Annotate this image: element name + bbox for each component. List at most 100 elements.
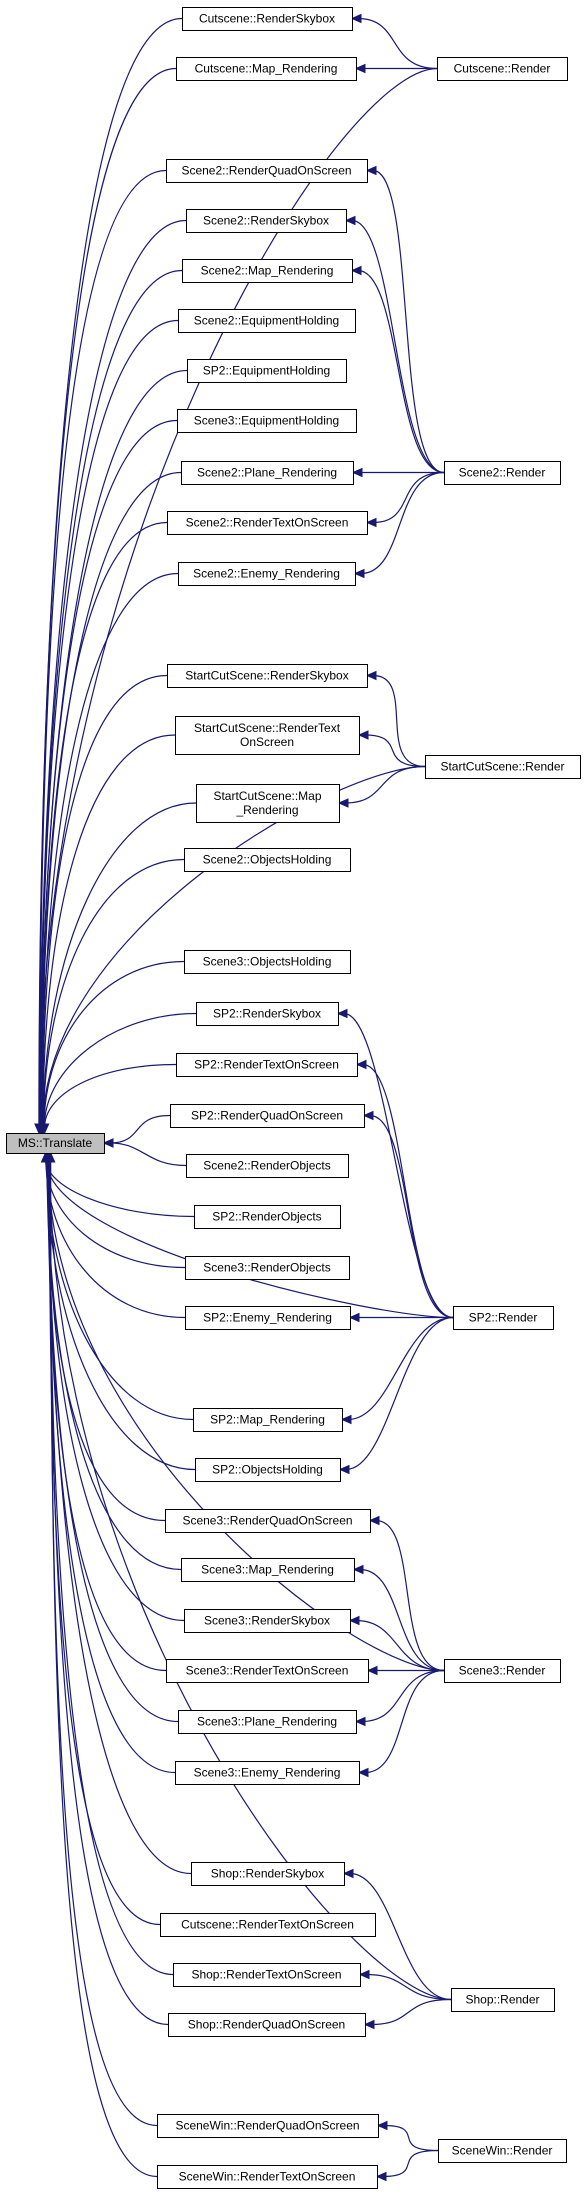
node-sp2-equip[interactable]: SP2::EquipmentHolding — [187, 359, 347, 383]
call-edge — [39, 1063, 177, 1135]
node-label: StartCutScene::Render — [440, 760, 564, 774]
call-edge — [39, 960, 185, 1135]
edge-line — [42, 765, 426, 1128]
node-shop-sky[interactable]: Shop::RenderSkybox — [191, 1862, 345, 1886]
node-label: Scene3::RenderSkybox — [204, 1614, 330, 1628]
node-sp2-robj[interactable]: SP2::RenderObjects — [194, 1205, 341, 1229]
node-ms-translate[interactable]: MS::Translate — [6, 1133, 105, 1154]
node-box — [196, 784, 340, 823]
call-edge — [342, 1868, 452, 2001]
node-box — [437, 57, 568, 81]
node-box — [185, 1256, 350, 1280]
node-shop-text[interactable]: Shop::RenderTextOnScreen — [173, 1963, 361, 1987]
node-s2-plane[interactable]: Scene2::Plane_Rendering — [181, 461, 354, 485]
node-sp2-render[interactable]: SP2::Render — [453, 1306, 554, 1330]
node-sc-sky[interactable]: StartCutScene::RenderSkybox — [167, 664, 368, 688]
call-edge — [35, 319, 179, 1135]
node-box — [184, 1609, 351, 1633]
node-label: Scene3::EquipmentHolding — [194, 414, 339, 428]
arrowhead-icon — [350, 13, 362, 24]
node-sp2-enemy[interactable]: SP2::Enemy_Rendering — [185, 1306, 351, 1330]
node-s3-enemy[interactable]: Scene3::Enemy_Rendering — [175, 1761, 360, 1785]
edge-line — [47, 1158, 167, 1672]
node-sp2-text[interactable]: SP2::RenderTextOnScreen — [176, 1053, 358, 1077]
node-shop-render[interactable]: Shop::Render — [451, 1988, 555, 2012]
call-edge — [365, 670, 426, 768]
node-sw-quad[interactable]: SceneWin::RenderQuadOnScreen — [157, 2114, 379, 2138]
arrowhead-icon — [365, 517, 377, 528]
arrowhead-icon — [355, 1059, 367, 1070]
edge-line — [48, 1158, 192, 1875]
call-edge — [34, 17, 183, 1135]
node-s2-text[interactable]: Scene2::RenderTextOnScreen — [167, 511, 368, 535]
arrowhead-icon — [336, 1008, 348, 1019]
node-cut-map[interactable]: Cutscene::Map_Rendering — [176, 57, 357, 81]
node-sw-render[interactable]: SceneWin::Render — [438, 2139, 567, 2163]
node-box — [177, 409, 357, 433]
node-box — [157, 2114, 379, 2138]
call-edge — [350, 13, 438, 70]
edge-line — [44, 1158, 195, 1218]
node-s3-equip[interactable]: Scene3::EquipmentHolding — [177, 409, 357, 433]
node-box — [166, 1659, 369, 1683]
node-sc-render[interactable]: StartCutScene::Render — [425, 755, 581, 779]
edge-line — [365, 1973, 452, 2001]
node-cut-text[interactable]: Cutscene::RenderTextOnScreen — [160, 1913, 376, 1937]
call-edge — [350, 265, 445, 474]
call-edge — [362, 1110, 454, 1319]
node-s2-map[interactable]: Scene2::Map_Rendering — [182, 259, 353, 283]
edge-line — [372, 169, 445, 474]
node-label: SP2::RenderQuadOnScreen — [191, 1109, 343, 1123]
node-s2-render[interactable]: Scene2::Render — [444, 461, 561, 485]
node-sp2-sky[interactable]: SP2::RenderSkybox — [196, 1002, 339, 1026]
node-s3-objh[interactable]: Scene3::ObjectsHolding — [184, 950, 351, 974]
node-box — [6, 1133, 105, 1154]
node-s3-render[interactable]: Scene3::Render — [444, 1659, 561, 1683]
node-s3-plane[interactable]: Scene3::Plane_Rendering — [178, 1710, 357, 1734]
node-sp2-map[interactable]: SP2::Map_Rendering — [193, 1408, 343, 1432]
node-box — [176, 1053, 358, 1077]
node-s2-enemy[interactable]: Scene2::Enemy_Rendering — [178, 562, 356, 586]
node-label: SP2::Map_Rendering — [210, 1413, 325, 1427]
node-box — [444, 1659, 561, 1683]
node-sp2-objh[interactable]: SP2::ObjectsHolding — [195, 1458, 341, 1482]
call-edge — [348, 1312, 453, 1323]
node-s3-robj[interactable]: Scene3::RenderObjects — [185, 1256, 350, 1280]
node-sp2-quad[interactable]: SP2::RenderQuadOnScreen — [170, 1104, 365, 1128]
call-edge — [357, 730, 426, 768]
node-sc-text[interactable]: StartCutScene::RenderTextOnScreen — [175, 716, 360, 755]
call-edge — [352, 1564, 445, 1672]
edge-line — [357, 17, 438, 70]
arrowhead-icon — [342, 1868, 354, 1879]
node-s2-equip[interactable]: Scene2::EquipmentHolding — [178, 309, 356, 333]
node-s2-robj[interactable]: Scene2::RenderObjects — [186, 1154, 349, 1178]
node-s3-map[interactable]: Scene3::Map_Rendering — [181, 1558, 355, 1582]
call-edge — [354, 1669, 445, 1727]
node-s2-quad[interactable]: Scene2::RenderQuadOnScreen — [166, 159, 368, 183]
node-box — [175, 716, 360, 755]
call-edge — [336, 1008, 454, 1319]
arrowhead-icon — [357, 730, 369, 740]
node-s2-sky[interactable]: Scene2::RenderSkybox — [186, 209, 347, 233]
node-s2-objh[interactable]: Scene2::ObjectsHolding — [184, 848, 351, 872]
node-s3-quad[interactable]: Scene3::RenderQuadOnScreen — [165, 1509, 371, 1533]
node-sc-map[interactable]: StartCutScene::Map_Rendering — [196, 784, 340, 823]
node-label: Scene2::RenderSkybox — [203, 214, 329, 228]
edge-line — [343, 1012, 454, 1319]
call-edge — [353, 471, 445, 579]
node-label: Scene2::Render — [459, 466, 546, 480]
node-sw-text[interactable]: SceneWin::RenderTextOnScreen — [157, 2165, 378, 2189]
call-edge — [45, 1151, 158, 2178]
edge-line — [375, 1519, 445, 1672]
call-edge — [375, 2149, 439, 2182]
edge-line — [344, 765, 426, 804]
node-s3-sky[interactable]: Scene3::RenderSkybox — [184, 1609, 351, 1633]
node-cut-render[interactable]: Cutscene::Render — [437, 57, 568, 81]
node-s3-text[interactable]: Scene3::RenderTextOnScreen — [166, 1659, 369, 1683]
node-shop-quad[interactable]: Shop::RenderQuadOnScreen — [168, 2013, 366, 2037]
edge-line — [41, 572, 179, 1128]
node-box — [170, 1104, 365, 1128]
node-cut-sky[interactable]: Cutscene::RenderSkybox — [182, 7, 353, 31]
node-label: Shop::RenderQuadOnScreen — [188, 2018, 345, 2032]
